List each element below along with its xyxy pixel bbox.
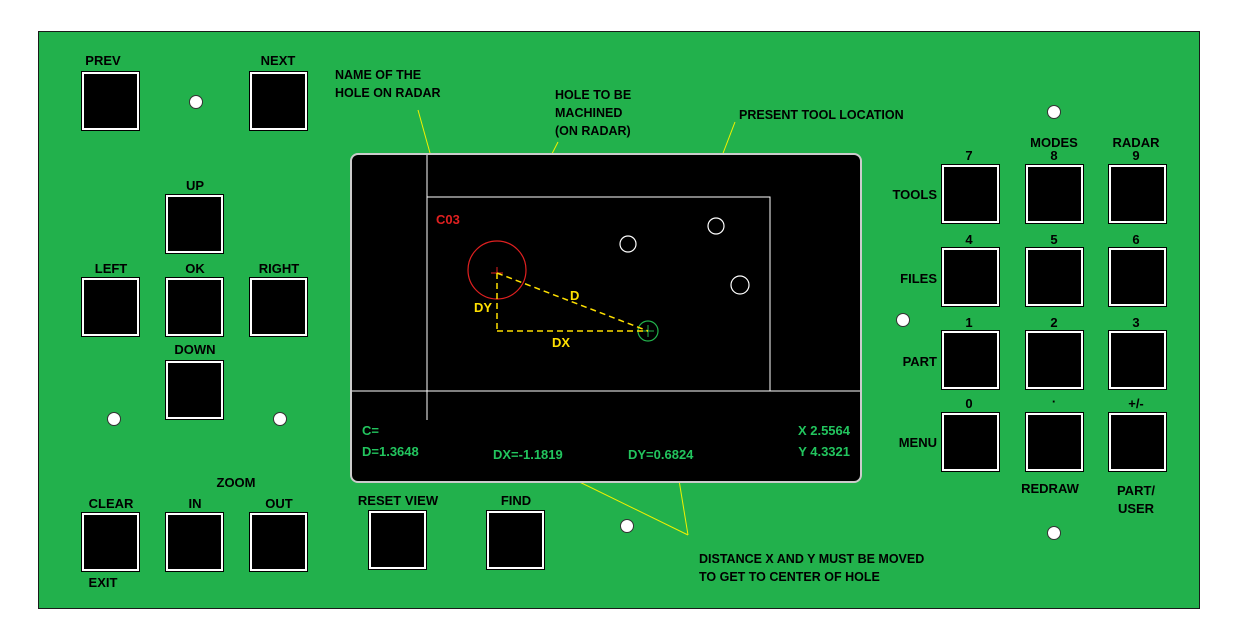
key-7-label: 7: [965, 148, 973, 163]
find-button[interactable]: [487, 511, 544, 569]
left-label: LEFT: [94, 261, 128, 276]
find-label: FIND: [500, 493, 532, 508]
leader-distance-dy: [677, 473, 689, 536]
right-label: RIGHT: [258, 261, 300, 276]
up-button[interactable]: [166, 195, 223, 253]
hole-id-label: C03: [436, 212, 460, 227]
hole-marker: [730, 275, 750, 295]
indicator-led: [107, 412, 121, 426]
hole-marker: [619, 235, 637, 253]
key-1-part-button[interactable]: [942, 331, 999, 389]
down-button[interactable]: [166, 361, 223, 419]
indicator-led: [896, 313, 910, 327]
y-coordinate: Y 4.3321: [798, 444, 850, 459]
left-button[interactable]: [82, 278, 139, 336]
indicator-led: [189, 95, 203, 109]
key-4-files-button[interactable]: [942, 248, 999, 306]
radar-label: RADAR: [1112, 135, 1160, 150]
key-9-radar-button[interactable]: [1109, 165, 1166, 223]
indicator-led: [620, 519, 634, 533]
key-5-label: 5: [1050, 232, 1058, 247]
tools-label: TOOLS: [892, 187, 937, 202]
prev-label: PREV: [85, 53, 121, 68]
indicator-led: [273, 412, 287, 426]
up-label: UP: [185, 178, 205, 193]
key-2-button[interactable]: [1026, 331, 1083, 389]
key-5-button[interactable]: [1026, 248, 1083, 306]
key-4-label: 4: [965, 232, 973, 247]
radar-view[interactable]: [352, 155, 860, 481]
dx-label: DX: [552, 335, 571, 350]
prev-button[interactable]: [82, 72, 139, 130]
dy-label: DY: [474, 300, 493, 315]
reset-view-label: RESET VIEW: [357, 493, 439, 508]
hole-marker: [707, 217, 725, 235]
indicator-led: [1047, 526, 1061, 540]
annotation-line: HOLE ON RADAR: [335, 86, 441, 100]
annotation-line: (ON RADAR): [555, 124, 631, 138]
key-2-label: 2: [1050, 315, 1058, 330]
modes-label: MODES: [1030, 135, 1078, 150]
clear-exit-button[interactable]: [82, 513, 139, 571]
annotation-hole-machined: HOLE TO BE MACHINED (ON RADAR): [555, 86, 631, 140]
key-0-menu-button[interactable]: [942, 413, 999, 471]
distance-d-line: [496, 272, 649, 332]
key-0-label: 0: [965, 396, 973, 411]
annotation-line: TO GET TO CENTER OF HOLE: [699, 570, 880, 584]
next-label: NEXT: [260, 53, 296, 68]
right-button[interactable]: [250, 278, 307, 336]
files-label: FILES: [900, 271, 937, 286]
d-label: D: [570, 288, 580, 303]
part-user-label-2: USER: [1117, 501, 1155, 516]
key-8-modes-button[interactable]: [1026, 165, 1083, 223]
x-coordinate: X 2.5564: [797, 423, 850, 438]
zoom-out-button[interactable]: [250, 513, 307, 571]
redraw-label: REDRAW: [1021, 481, 1079, 496]
annotation-line: NAME OF THE: [335, 68, 422, 82]
part-user-label-1: PART/: [1116, 483, 1156, 498]
reset-view-button[interactable]: [369, 511, 426, 569]
plus-minus-label: +/-: [1128, 396, 1144, 411]
d-readout: D=1.3648: [362, 444, 419, 459]
dy-readout: DY=0.6824: [628, 447, 694, 462]
next-button[interactable]: [250, 72, 307, 130]
part-label: PART: [902, 354, 937, 369]
annotation-line: DISTANCE X AND Y MUST BE MOVED: [699, 552, 925, 566]
key-7-tools-button[interactable]: [942, 165, 999, 223]
zoom-out-label: OUT: [265, 496, 293, 511]
plus-minus-part-user-button[interactable]: [1109, 413, 1166, 471]
zoom-in-label: IN: [188, 496, 202, 511]
key-6-label: 6: [1132, 232, 1140, 247]
key-6-button[interactable]: [1109, 248, 1166, 306]
menu-label: MENU: [898, 435, 937, 450]
zoom-in-button[interactable]: [166, 513, 223, 571]
c-readout: C=: [362, 423, 379, 438]
ok-label: OK: [185, 261, 205, 276]
annotation-tool-location: PRESENT TOOL LOCATION: [739, 108, 904, 122]
decimal-label: ·: [1051, 394, 1057, 409]
key-1-label: 1: [965, 315, 973, 330]
key-8-label: 8: [1050, 148, 1058, 163]
clear-label: CLEAR: [88, 496, 134, 511]
exit-label: EXIT: [88, 575, 118, 590]
ok-button[interactable]: [166, 278, 223, 336]
decimal-redraw-button[interactable]: [1026, 413, 1083, 471]
down-label: DOWN: [174, 342, 216, 357]
key-3-label: 3: [1132, 315, 1140, 330]
annotation-hole-name: NAME OF THE HOLE ON RADAR: [335, 66, 441, 102]
annotation-distance: DISTANCE X AND Y MUST BE MOVED TO GET TO…: [699, 550, 924, 586]
key-9-label: 9: [1132, 148, 1140, 163]
zoom-label: ZOOM: [216, 475, 256, 490]
key-3-button[interactable]: [1109, 331, 1166, 389]
annotation-line: HOLE TO BE: [555, 88, 632, 102]
radar-screen: C03 DY D DX C= D=1.3648 DX=-1.1819 DY=0.…: [350, 153, 862, 483]
part-outline: [426, 196, 771, 392]
indicator-led: [1047, 105, 1061, 119]
annotation-line: MACHINED: [555, 106, 623, 120]
dx-readout: DX=-1.1819: [493, 447, 563, 462]
